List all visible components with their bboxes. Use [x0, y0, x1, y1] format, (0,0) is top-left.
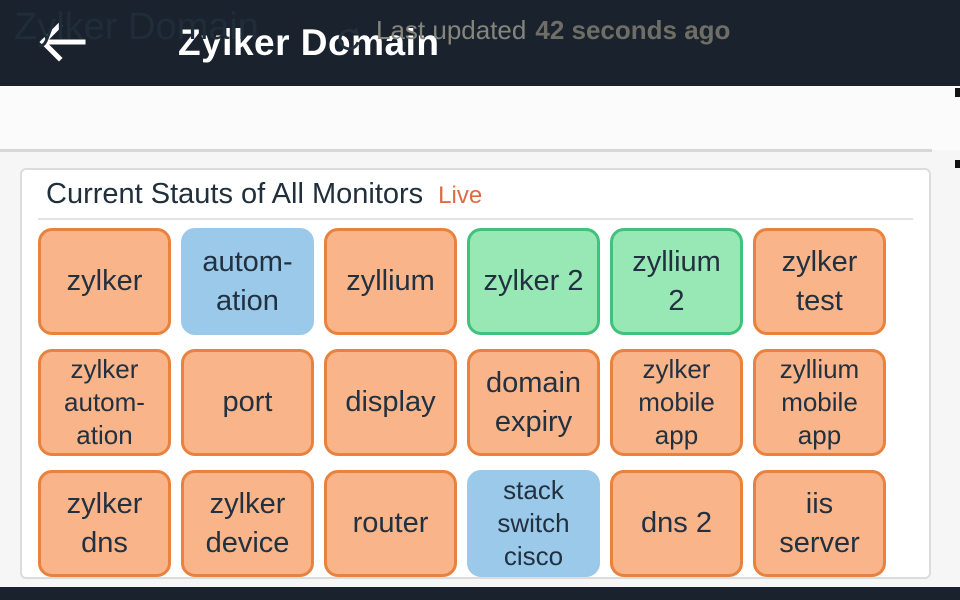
monitor-tile-label: display	[345, 386, 436, 418]
monitor-tile-label: dns 2	[641, 507, 712, 539]
monitor-tile[interactable]: router	[324, 470, 457, 577]
page-header	[0, 86, 960, 150]
scrollbar-thumb[interactable]	[955, 160, 960, 168]
monitor-tile[interactable]: display	[324, 349, 457, 456]
monitor-tile-label: autom-ation	[202, 245, 293, 317]
card-divider	[38, 218, 913, 220]
monitor-tile[interactable]: zylker	[38, 228, 171, 335]
live-badge: Live	[438, 182, 483, 209]
card-title: Current Stauts of All Monitors	[46, 178, 424, 210]
monitor-tile[interactable]: zyllium	[324, 228, 457, 335]
scrollbar-thumb[interactable]	[955, 88, 960, 97]
monitor-tile-label: router	[352, 507, 429, 539]
refresh-button[interactable]	[334, 26, 364, 56]
refresh-icon	[336, 26, 362, 56]
arrow-left-icon	[37, 21, 87, 65]
back-button[interactable]	[34, 19, 90, 67]
bottom-bar	[0, 587, 960, 600]
app-bar-title: Zylker Domain	[178, 22, 440, 63]
monitor-tile[interactable]: autom-ation	[181, 228, 314, 335]
monitor-tile[interactable]: dns 2	[610, 470, 743, 577]
last-updated-value: 42 seconds ago	[535, 15, 731, 45]
last-updated-label: Last updated	[376, 15, 527, 45]
last-updated-text: Last updated 42 seconds ago	[376, 15, 730, 46]
monitor-tile-label: zylker	[66, 265, 143, 297]
card-title-row: Current Stauts of All Monitors Live	[22, 170, 929, 214]
monitor-status-card: Current Stauts of All Monitors Live zylk…	[20, 168, 931, 579]
monitor-tile-label: zyllium	[346, 265, 435, 297]
monitor-tile[interactable]: port	[181, 349, 314, 456]
monitor-tile[interactable]: zylker 2	[467, 228, 600, 335]
app-bar: Zylker Domain	[0, 0, 960, 86]
header-divider	[0, 149, 932, 152]
page-title: Zylker Domain	[14, 6, 259, 48]
monitor-tile-label: zylker 2	[483, 265, 584, 297]
monitor-tile-label: port	[222, 386, 273, 418]
